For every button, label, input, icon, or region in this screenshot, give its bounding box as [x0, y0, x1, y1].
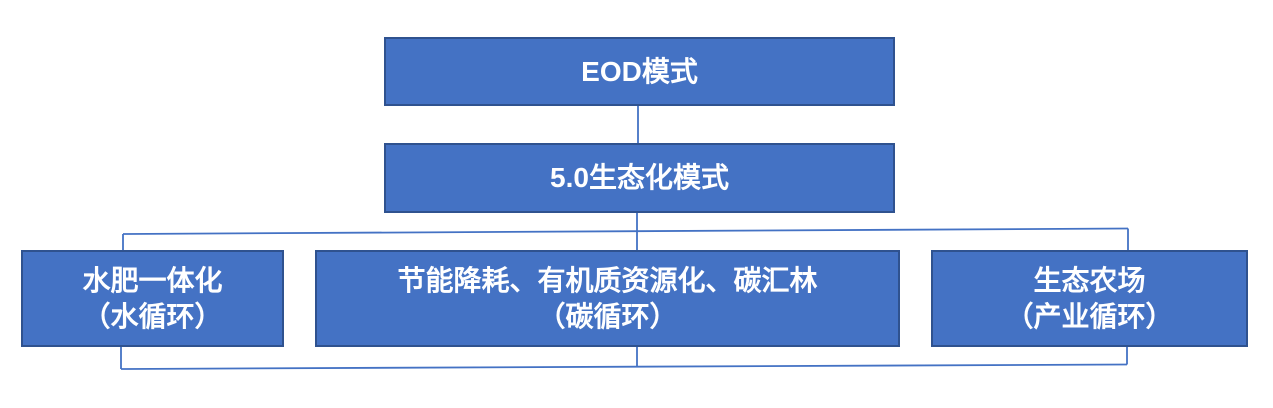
node-carbon-cycle-line1: 节能降耗、有机质资源化、碳汇林	[397, 264, 818, 296]
node-water-cycle-line1: 水肥一体化	[82, 264, 223, 296]
node-eco-mode-label: 5.0生态化模式	[550, 162, 729, 193]
connector-top-horizontal	[122, 227, 1129, 235]
node-industry-cycle-line1: 生态农场	[1033, 264, 1146, 296]
node-carbon-cycle-line2: （碳循环）	[537, 300, 678, 332]
connector-bottom-horizontal	[120, 363, 1128, 370]
node-eco-mode: 5.0生态化模式	[384, 143, 895, 213]
node-eod-label: EOD模式	[581, 55, 698, 87]
node-water-cycle-line2: （水循环）	[82, 300, 223, 332]
node-water-cycle: 水肥一体化 （水循环）	[21, 250, 284, 347]
node-industry-cycle-line2: （产业循环）	[1005, 300, 1174, 332]
node-carbon-cycle: 节能降耗、有机质资源化、碳汇林 （碳循环）	[315, 250, 900, 347]
node-eod: EOD模式	[384, 37, 895, 106]
node-industry-cycle: 生态农场 （产业循环）	[931, 250, 1248, 347]
